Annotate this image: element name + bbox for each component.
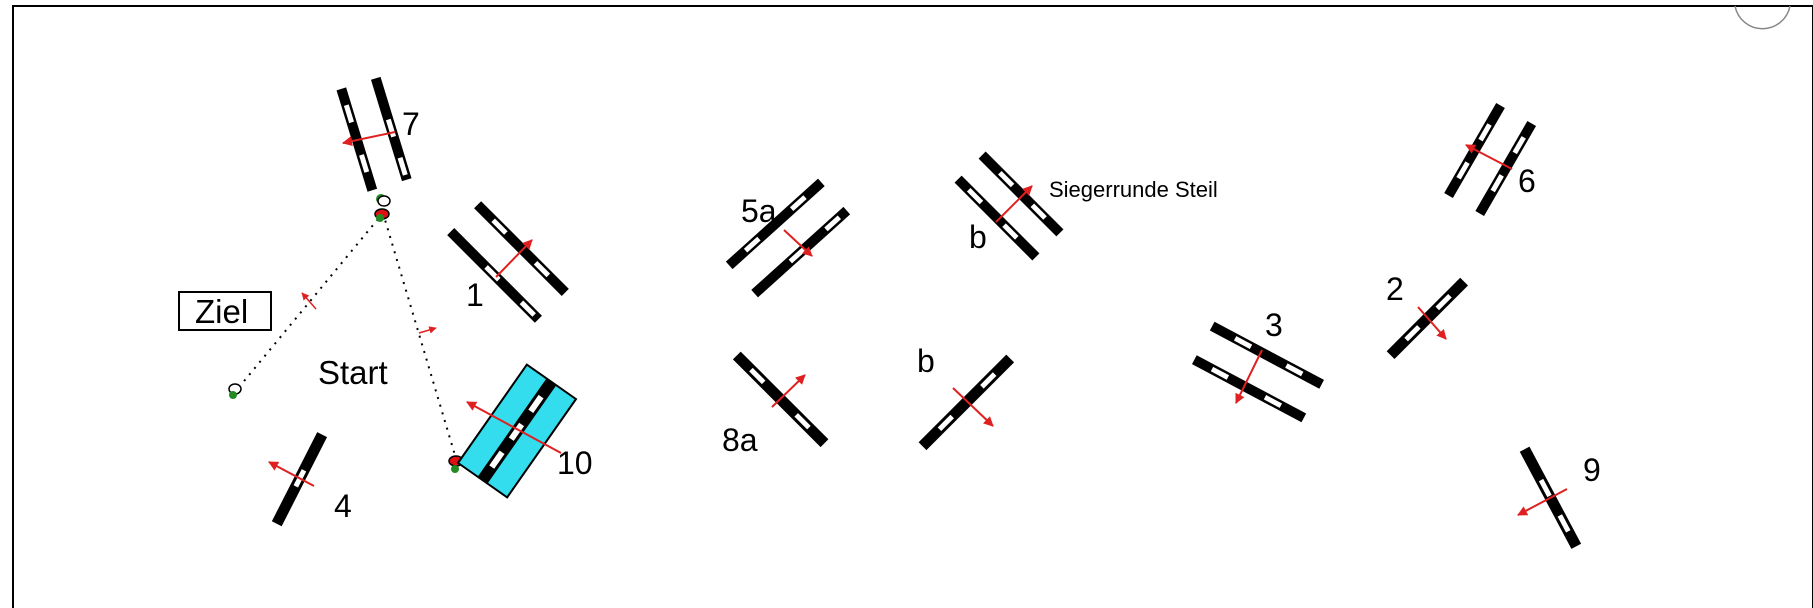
arrow-8a xyxy=(771,374,806,408)
label-obs-9: 9 xyxy=(1583,452,1601,488)
page-frame xyxy=(12,5,1813,608)
obstacle-5a xyxy=(725,178,851,298)
arrow-5a xyxy=(783,229,813,257)
obstacle-10 xyxy=(456,363,578,499)
flag-ziel xyxy=(228,383,242,399)
arrow-9 xyxy=(1517,488,1568,516)
label-obs-3: 3 xyxy=(1265,307,1283,343)
obstacle-8b xyxy=(918,354,1015,451)
finish-route-line-2 xyxy=(382,212,458,463)
label-obs-5b: b xyxy=(969,219,987,255)
obstacle-6 xyxy=(1444,102,1537,217)
route-arrow-1 xyxy=(301,292,317,310)
finish-route-line-1 xyxy=(234,212,384,393)
arrow-8b xyxy=(952,387,994,427)
label-obs-1: 1 xyxy=(466,277,484,313)
corner-mark xyxy=(1734,5,1791,30)
arrow-1 xyxy=(495,239,533,278)
obstacle-1 xyxy=(447,201,569,323)
obstacle-siegerrunde xyxy=(954,151,1064,261)
arrow-10 xyxy=(466,401,562,454)
label-obs-6: 6 xyxy=(1518,163,1536,199)
arrow-siegerrunde xyxy=(995,185,1033,223)
obstacle-7 xyxy=(336,76,412,192)
label-start: Start xyxy=(318,354,388,391)
label-obs-7: 7 xyxy=(402,106,420,142)
arrow-6 xyxy=(1465,144,1513,170)
arrow-3 xyxy=(1235,349,1263,404)
label-obs-10: 10 xyxy=(557,445,593,481)
route-arrow-2 xyxy=(418,326,437,334)
flag-top xyxy=(374,194,391,222)
label-obs-8a: 8a xyxy=(722,422,758,458)
label-ziel: Ziel xyxy=(195,293,248,330)
arrow-7 xyxy=(342,131,396,147)
arrow-2 xyxy=(1417,306,1447,340)
label-obs-2: 2 xyxy=(1386,271,1404,307)
label-obs-5a: 5a xyxy=(741,193,777,229)
arrow-4 xyxy=(268,461,315,487)
ziel-box xyxy=(178,291,272,331)
obstacle-3 xyxy=(1191,321,1325,423)
label-obs-4: 4 xyxy=(334,488,352,524)
label-siegerrunde: Siegerrunde Steil xyxy=(1049,177,1218,202)
label-obs-8b: b xyxy=(917,343,935,379)
